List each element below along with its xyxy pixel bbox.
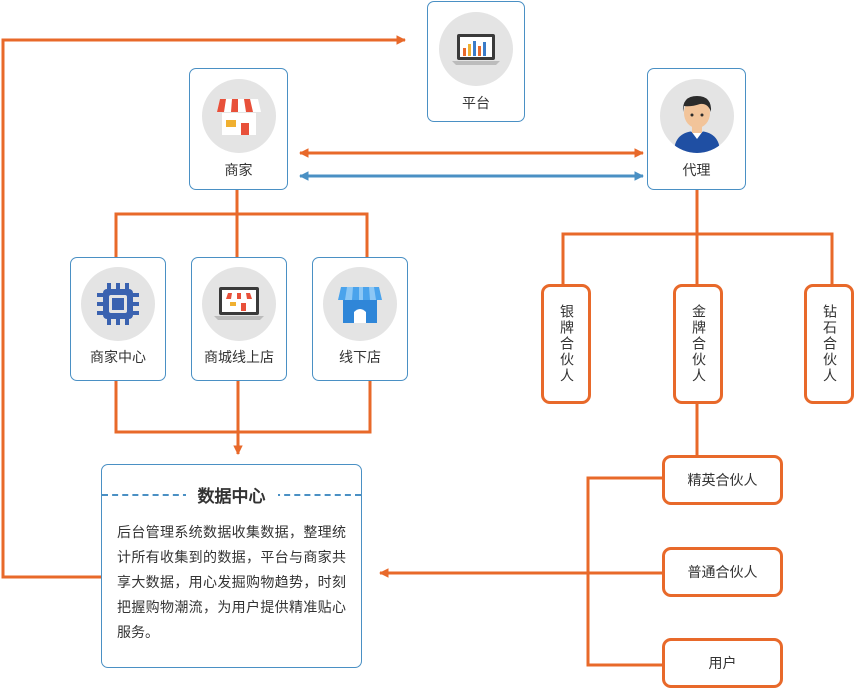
merchant-center-label: 商家中心 <box>90 350 146 366</box>
offline-store-icon-circle <box>323 267 397 341</box>
merchant-branch-line <box>114 212 369 257</box>
offline-store-label: 线下店 <box>339 350 381 366</box>
children-merge-line <box>114 381 372 434</box>
platform-node: 平台 <box>427 1 525 122</box>
elite-partner-label: 精英合伙人 <box>687 473 758 489</box>
mall-online-label: 商城线上店 <box>204 350 274 366</box>
chip-icon <box>97 283 139 325</box>
agent-node: 代理 <box>647 68 746 190</box>
data-center-description: 后台管理系统数据收集数据，整理统计所有收集到的数据，平台与商家共享大数据，用心发… <box>117 525 346 641</box>
gold-partner-node: 金牌合伙人 <box>673 284 723 404</box>
mall-online-icon-circle <box>202 267 276 341</box>
platform-icon-circle <box>439 12 513 86</box>
user-node: 用户 <box>662 638 783 688</box>
user-label: 用户 <box>708 656 737 672</box>
laptop-bar-chart-icon <box>452 34 500 65</box>
agent-icon-circle <box>659 79 734 153</box>
offline-store-node: 线下店 <box>312 257 408 381</box>
merchant-label: 商家 <box>224 163 253 179</box>
regular-partner-node: 普通合伙人 <box>662 547 783 597</box>
data-center-title: 数据中心 <box>185 487 278 507</box>
shop-awning-icon <box>216 99 261 135</box>
platform-label: 平台 <box>462 96 490 112</box>
agent-branch-line <box>561 232 834 284</box>
mall-online-node: 商城线上店 <box>191 257 287 381</box>
laptop-shop-icon <box>214 287 264 320</box>
data-center-node: 数据中心 后台管理系统数据收集数据，整理统计所有收集到的数据，平台与商家共享大数… <box>101 464 362 668</box>
merchant-center-icon-circle <box>81 267 155 341</box>
diamond-partner-node: 钻石合伙人 <box>804 284 854 404</box>
silver-partner-node: 银牌合伙人 <box>541 284 591 404</box>
merchant-icon-circle <box>201 79 276 153</box>
silver-partner-label: 银牌合伙人 <box>558 304 574 384</box>
agent-label: 代理 <box>682 163 711 179</box>
merchant-center-node: 商家中心 <box>70 257 166 381</box>
regular-partner-label: 普通合伙人 <box>687 565 758 581</box>
elite-partner-node: 精英合伙人 <box>662 455 783 505</box>
merchant-node: 商家 <box>189 68 288 190</box>
person-avatar-icon <box>673 96 720 153</box>
storefront-icon <box>338 287 382 323</box>
gold-partner-label: 金牌合伙人 <box>690 304 706 384</box>
diamond-partner-label: 钻石合伙人 <box>821 304 837 384</box>
datacenter-to-platform-line <box>1 35 406 579</box>
